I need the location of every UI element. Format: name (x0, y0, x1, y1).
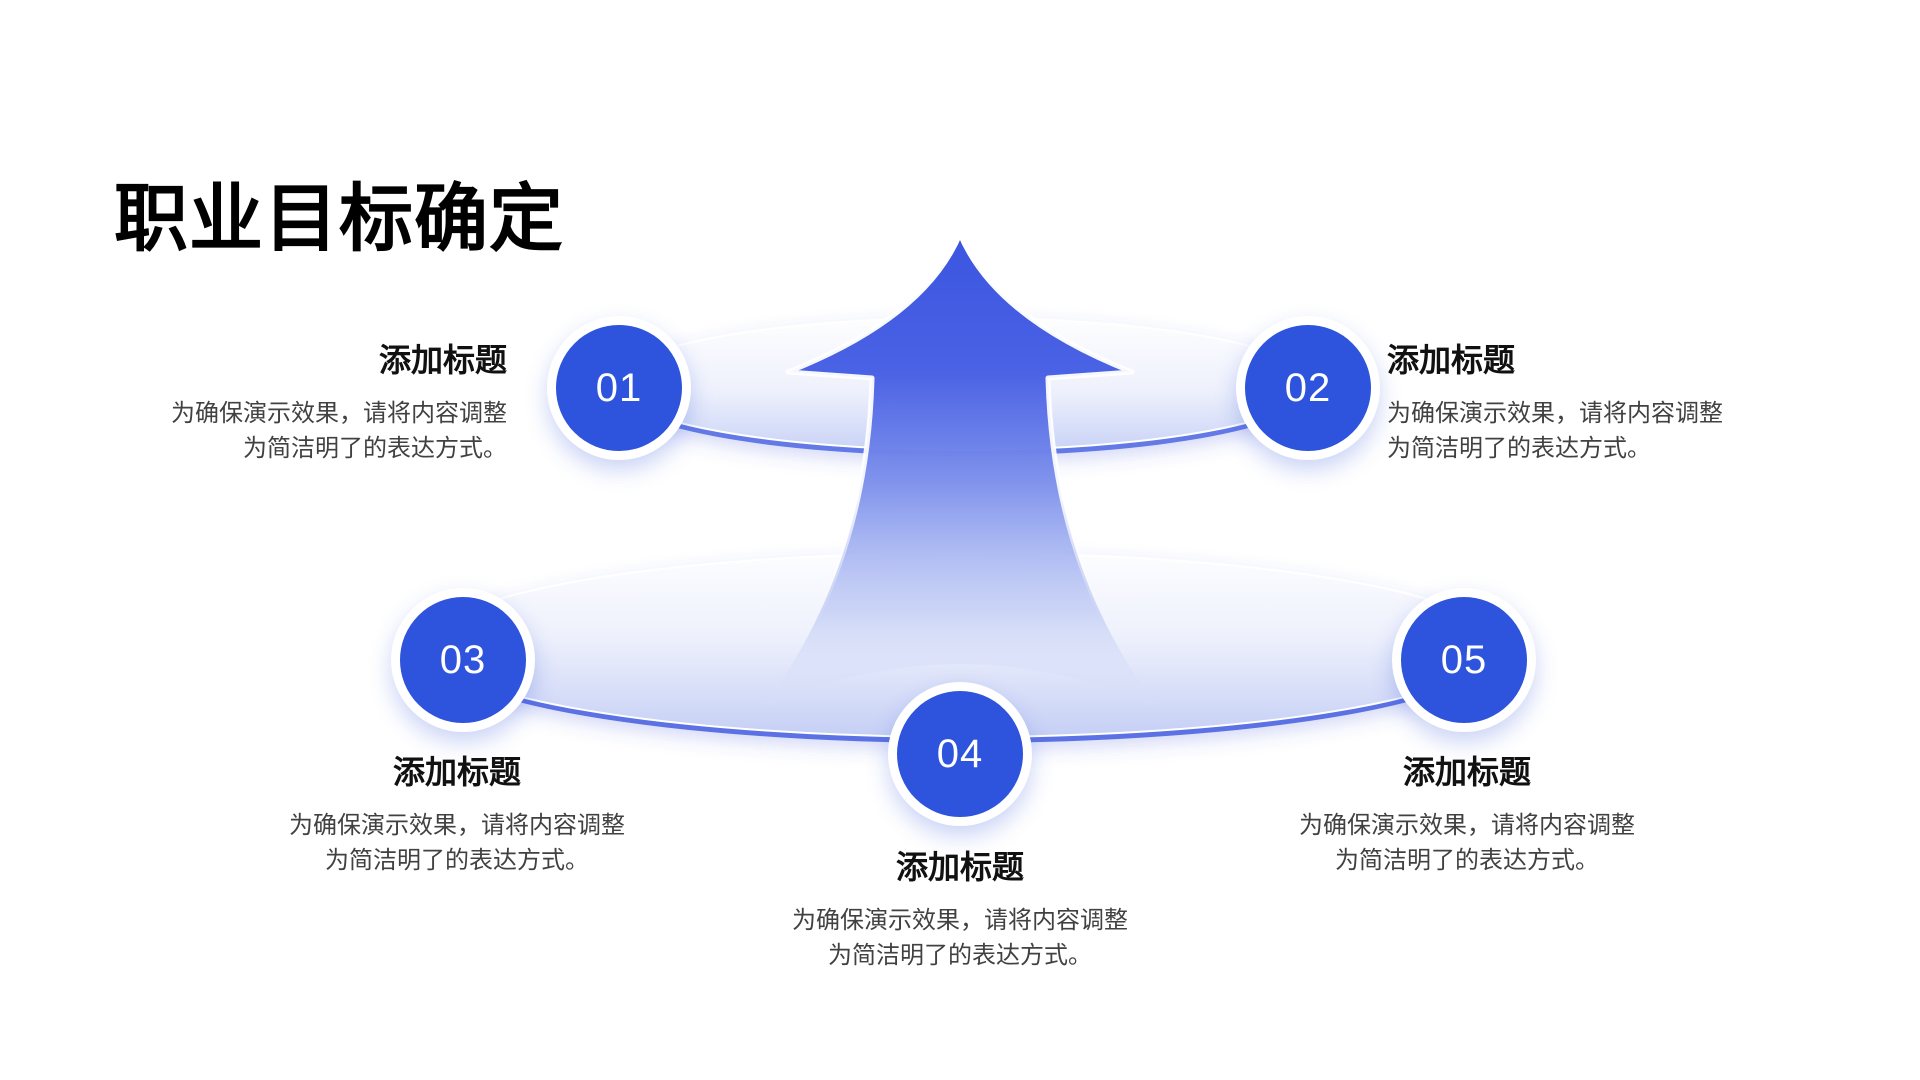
item-01-body[interactable]: 为确保演示效果，请将内容调整 为简洁明了的表达方式。 (77, 396, 507, 466)
item-01-textblock[interactable]: 添加标题 为确保演示效果，请将内容调整 为简洁明了的表达方式。 (77, 338, 507, 466)
up-arrow-shape (759, 231, 1161, 711)
step-number-03: 03 (439, 637, 487, 682)
item-01-heading[interactable]: 添加标题 (378, 342, 507, 378)
item-05-body-line1: 为确保演示效果，请将内容调整 (1299, 812, 1635, 839)
step-circle-01[interactable]: 01 (547, 316, 691, 460)
item-04-body-line1: 为确保演示效果，请将内容调整 (792, 907, 1128, 934)
item-02-heading[interactable]: 添加标题 (1387, 342, 1516, 378)
item-02-body-line2: 为简洁明了的表达方式。 (1387, 435, 1651, 462)
item-04-body-line2: 为简洁明了的表达方式。 (828, 942, 1092, 969)
item-05-textblock[interactable]: 添加标题 为确保演示效果，请将内容调整 为简洁明了的表达方式。 (1252, 750, 1682, 878)
item-03-body-line2: 为简洁明了的表达方式。 (325, 847, 589, 874)
step-circle-02[interactable]: 02 (1236, 316, 1380, 460)
item-05-body[interactable]: 为确保演示效果，请将内容调整 为简洁明了的表达方式。 (1252, 808, 1682, 878)
step-number-01: 01 (595, 365, 643, 410)
item-01-body-line2: 为简洁明了的表达方式。 (243, 435, 507, 462)
item-03-heading[interactable]: 添加标题 (392, 754, 521, 790)
item-05-body-line2: 为简洁明了的表达方式。 (1335, 847, 1599, 874)
item-01-body-line1: 为确保演示效果，请将内容调整 (171, 400, 507, 427)
step-circle-05[interactable]: 05 (1392, 588, 1536, 732)
item-03-textblock[interactable]: 添加标题 为确保演示效果，请将内容调整 为简洁明了的表达方式。 (242, 750, 672, 878)
step-circle-03[interactable]: 03 (391, 588, 535, 732)
item-04-heading[interactable]: 添加标题 (895, 849, 1024, 885)
item-03-body[interactable]: 为确保演示效果，请将内容调整 为简洁明了的表达方式。 (242, 808, 672, 878)
item-02-body-line1: 为确保演示效果，请将内容调整 (1387, 400, 1723, 427)
item-02-textblock[interactable]: 添加标题 为确保演示效果，请将内容调整 为简洁明了的表达方式。 (1387, 338, 1817, 466)
slide-title[interactable]: 职业目标确定 (114, 177, 564, 260)
step-number-05: 05 (1440, 637, 1488, 682)
item-05-heading[interactable]: 添加标题 (1402, 754, 1531, 790)
item-02-body[interactable]: 为确保演示效果，请将内容调整 为简洁明了的表达方式。 (1387, 396, 1817, 466)
step-number-04: 04 (936, 731, 984, 776)
item-03-body-line1: 为确保演示效果，请将内容调整 (289, 812, 625, 839)
item-04-textblock[interactable]: 添加标题 为确保演示效果，请将内容调整 为简洁明了的表达方式。 (745, 845, 1175, 973)
item-04-body[interactable]: 为确保演示效果，请将内容调整 为简洁明了的表达方式。 (745, 903, 1175, 973)
step-number-02: 02 (1284, 365, 1332, 410)
step-circle-04[interactable]: 04 (888, 682, 1032, 826)
